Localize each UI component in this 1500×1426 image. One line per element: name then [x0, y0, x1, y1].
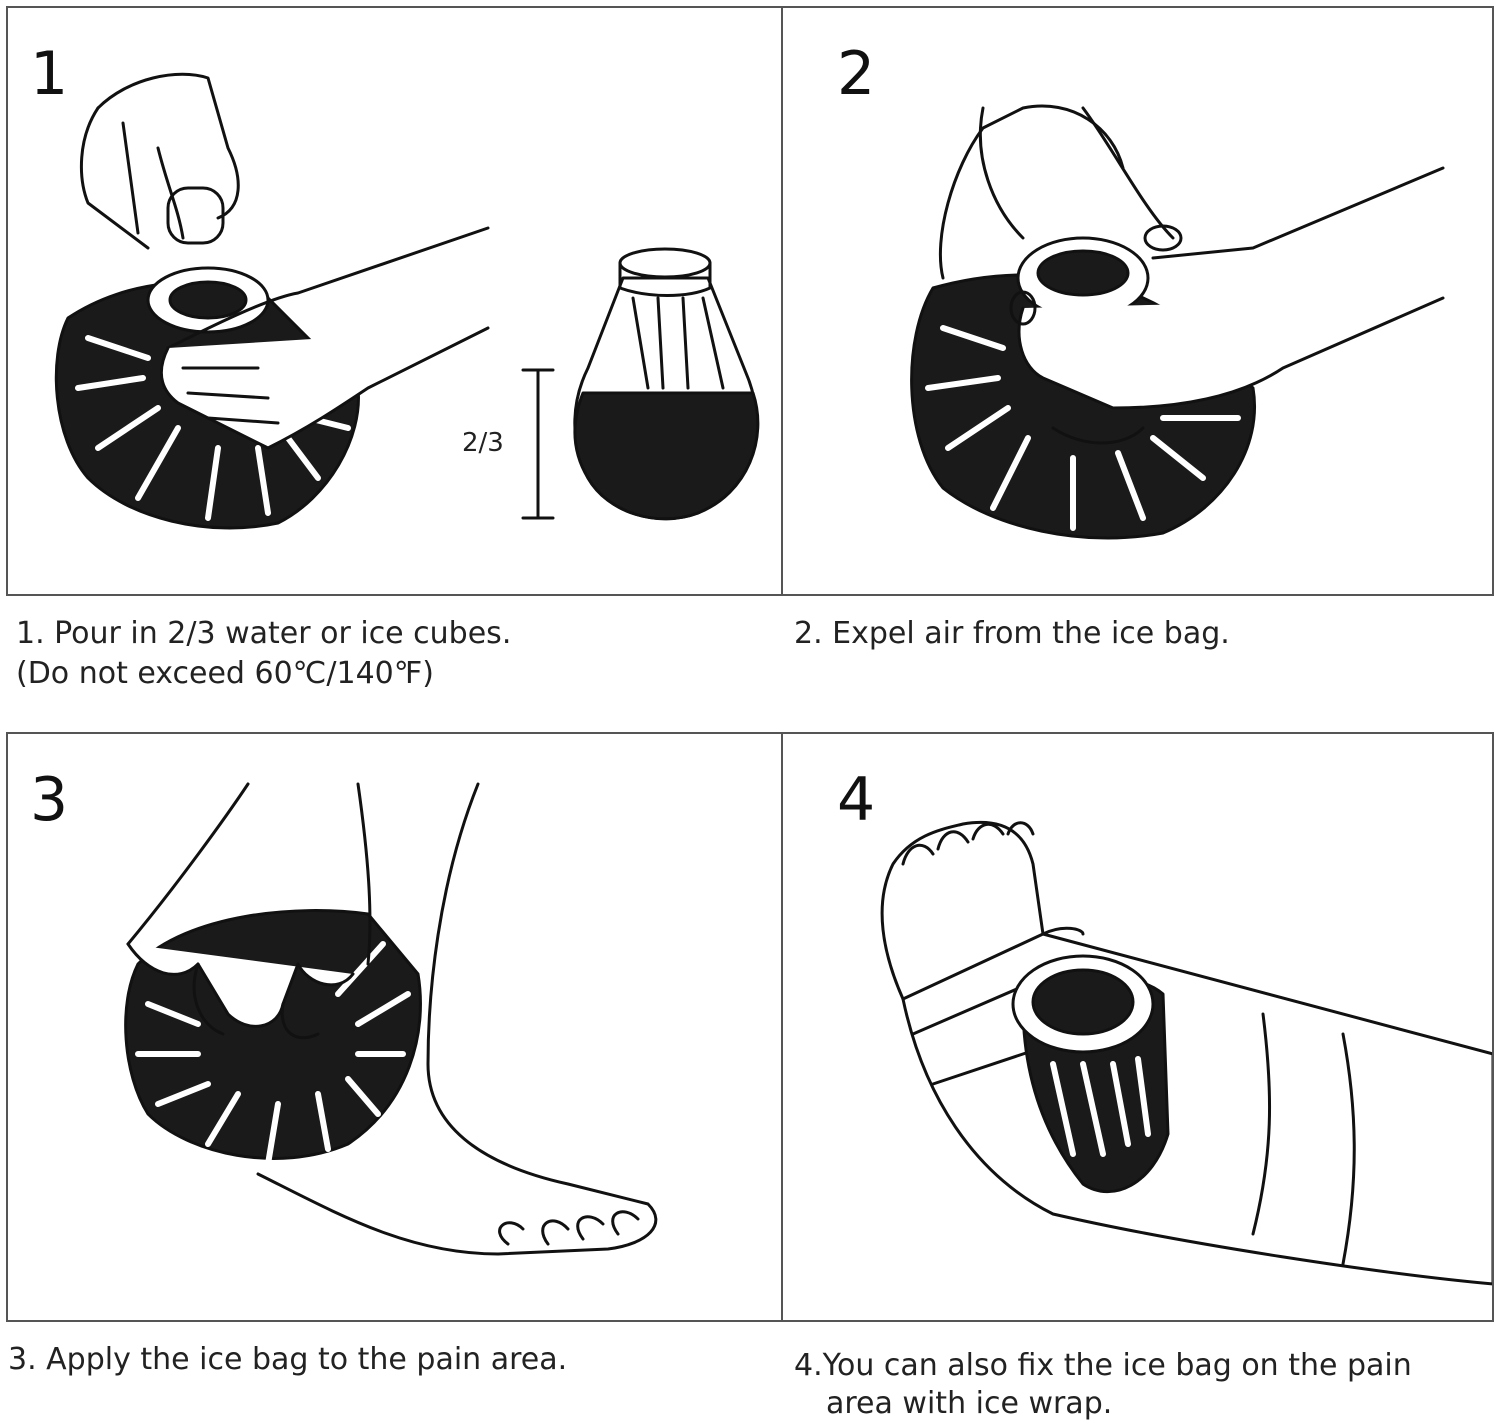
- filled-bag-content: [573, 391, 760, 521]
- fill-ratio-label: 2/3: [462, 428, 504, 458]
- step-2-illustration: [910, 104, 1445, 540]
- step-1-caption-line2: (Do not exceed 60℃/140℉): [16, 656, 434, 691]
- step-1-illustration: [54, 72, 760, 530]
- step-number: 4: [837, 765, 876, 835]
- foot-outline: [256, 782, 658, 1256]
- step-number: 3: [30, 765, 69, 835]
- upper-hand-outline: [96, 72, 240, 220]
- ice-bag-body: [124, 909, 422, 1160]
- step-number: 2: [837, 39, 876, 109]
- ice-wrap: [901, 932, 1492, 1286]
- bag-cap: [166, 186, 225, 245]
- step-3-illustration: [124, 782, 658, 1256]
- step-4-caption-line1: 4.You can also fix the ice bag on the pa…: [794, 1348, 1412, 1383]
- step-3-caption-line1: 3. Apply the ice bag to the pain area.: [8, 1342, 568, 1377]
- step-2-caption-line1: 2. Expel air from the ice bag.: [794, 616, 1230, 651]
- step-1-caption-line1: 1. Pour in 2/3 water or ice cubes.: [16, 616, 512, 651]
- step-4-caption-line2: area with ice wrap.: [826, 1386, 1113, 1421]
- fill-level-marker: [521, 368, 555, 520]
- step-4-panel: 4: [781, 732, 1494, 1322]
- step-4-illustration: [880, 820, 1492, 1286]
- step-number: 1: [30, 39, 69, 109]
- step-1-panel: 1 2/3: [6, 6, 783, 596]
- step-3-panel: 3: [6, 732, 783, 1322]
- bag-top-ring: [618, 247, 712, 279]
- step-2-panel: 2: [781, 6, 1494, 596]
